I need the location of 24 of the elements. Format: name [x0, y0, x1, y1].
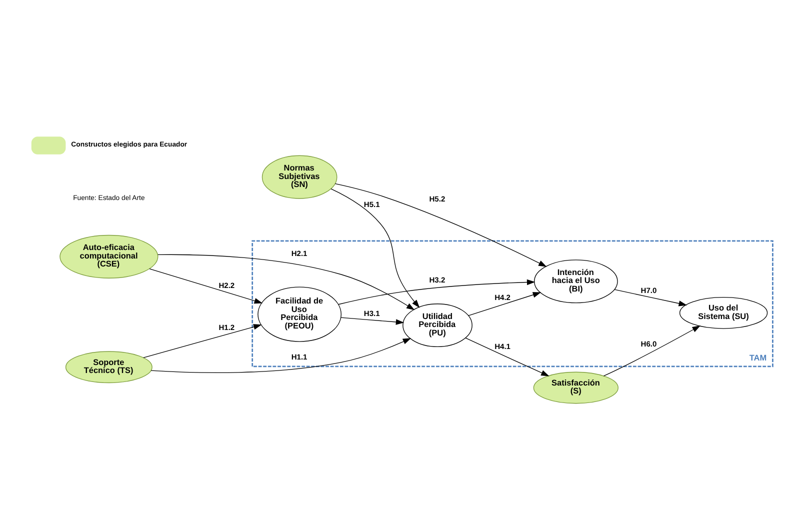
edge-label: H1.2 — [218, 322, 235, 332]
edge-label: H4.1 — [494, 342, 511, 351]
arrow — [603, 325, 701, 376]
edge-label: H7.0 — [640, 285, 657, 294]
arrow — [334, 182, 547, 266]
edge-label: H3.2 — [429, 275, 446, 284]
edge-label: H1.1 — [291, 352, 308, 361]
edge-label: H5.2 — [429, 194, 446, 204]
arrow — [158, 254, 415, 310]
edge-label: H2.2 — [218, 280, 235, 290]
arrow — [468, 292, 542, 316]
edge-label: H5.1 — [364, 200, 380, 209]
arrow — [465, 337, 550, 376]
edge-label: H6.0 — [640, 338, 657, 348]
edge-label: H3.1 — [364, 308, 380, 318]
arrow — [149, 268, 263, 304]
arrow — [143, 324, 262, 358]
edge-label: H2.1 — [291, 248, 308, 258]
arrow — [340, 316, 404, 324]
edge-label: H4.2 — [494, 292, 511, 302]
arrow — [150, 338, 412, 372]
arrow — [338, 278, 536, 304]
arrow — [614, 288, 688, 306]
arrow — [330, 188, 420, 308]
